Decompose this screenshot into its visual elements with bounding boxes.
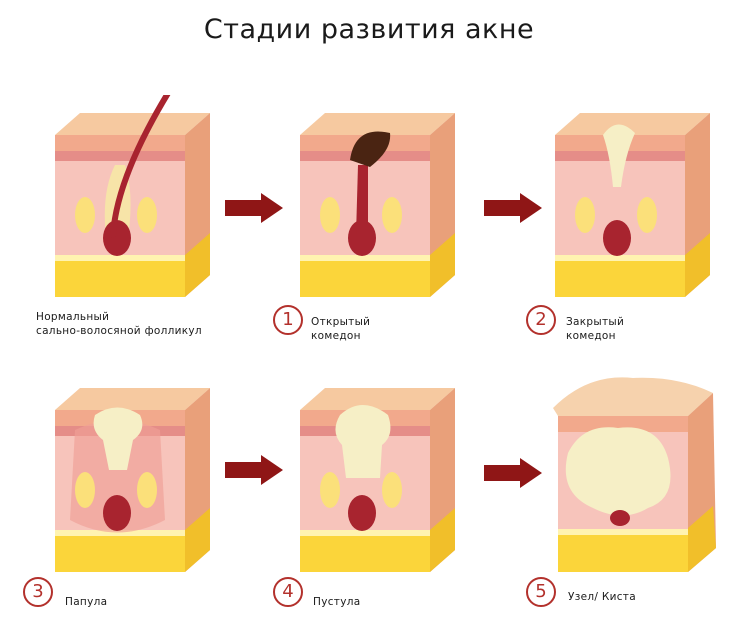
stage-open-comedone-illustration <box>300 113 455 297</box>
stage-number-badge: 2 <box>526 305 556 335</box>
stage-nodule-cyst-label: Узел/ Киста <box>568 591 636 603</box>
stage-closed-comedone-illustration <box>555 113 710 297</box>
arrow-icon <box>484 193 542 223</box>
stage-open-comedone-label: Открытый комедон <box>311 316 371 342</box>
stage-number-badge: 1 <box>273 305 303 335</box>
stage-number-badge: 3 <box>23 577 53 607</box>
stage-pustule-label: Пустула <box>313 596 361 608</box>
stage-pustule-illustration <box>300 388 455 572</box>
stage-normal-label: Нормальный сально-волосяной фолликул <box>36 311 202 337</box>
stage-normal-illustration <box>55 95 210 297</box>
arrow-icon <box>225 193 283 223</box>
arrow-icon <box>225 455 283 485</box>
stage-papule-illustration <box>55 388 210 572</box>
arrow-icon <box>484 458 542 488</box>
page-title: Стадии развития акне <box>203 14 535 45</box>
stage-nodule-cyst-illustration <box>553 377 716 572</box>
stage-closed-comedone-label: Закрытый комедон <box>566 316 625 342</box>
stage-number-badge: 4 <box>273 577 303 607</box>
stage-number-badge: 5 <box>526 577 556 607</box>
stage-papule-label: Папула <box>65 596 108 608</box>
